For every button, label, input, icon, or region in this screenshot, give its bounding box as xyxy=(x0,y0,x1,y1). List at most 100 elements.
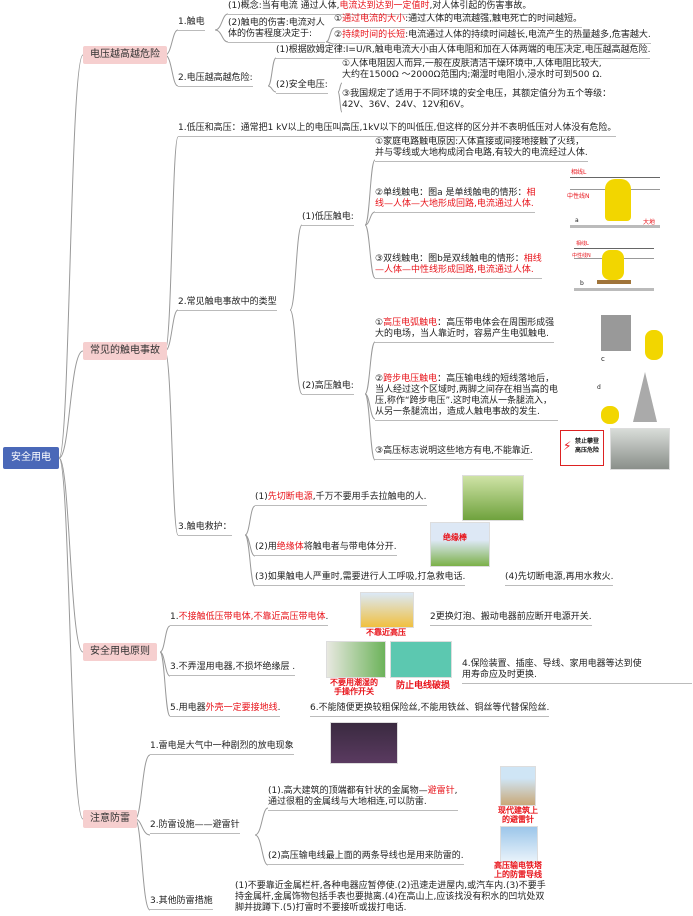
highlight-text: 高压电弧触电 xyxy=(383,318,438,328)
node-fuse[interactable]: 6.不能随便更换较粗保险丝,不能用铁丝、铜丝等代替保险丝. xyxy=(310,703,550,717)
building-photo xyxy=(500,766,536,806)
node-rod-building[interactable]: (1).高大建筑的顶端都有针状的金属物—避雷针,通过很粗的金属线与大地相连,可以… xyxy=(268,786,458,811)
highlight-text: 通过电流的大小 xyxy=(342,14,406,24)
single-wire-illustration: 相线L 中性线N a 大地 xyxy=(565,165,665,231)
node-lightning-discharge[interactable]: 1.雷电是大气中一种剧烈的放电现象 xyxy=(150,741,294,755)
node-electric-shock[interactable]: 1.触电 xyxy=(178,17,205,31)
caption: 高压输电铁塔上的防雷导线 xyxy=(490,861,546,879)
node-single-wire[interactable]: ②单线触电：图a 是单线触电的情形：相线—人体—大地形成回路,电流通过人体. xyxy=(375,188,536,213)
node-high-voltage-shock[interactable]: (2)高压触电: xyxy=(302,381,354,395)
node-insulator[interactable]: (2)用绝缘体将触电者与带电体分开. xyxy=(255,542,397,556)
text: ③我国规定了适用于不同环境的安全电压，其额定值分为五个等级： xyxy=(342,89,612,99)
text: (2)触电的伤害:电流对人 xyxy=(228,18,325,28)
text: ：高压带电体会在周围形成强 xyxy=(437,318,555,328)
node-lightning-rod[interactable]: 2.防雷设施——避雷针 xyxy=(150,820,240,834)
sign-text: 禁止攀登高压危险 xyxy=(575,437,599,455)
label: 相线L xyxy=(571,169,587,176)
text: 手操作开关 xyxy=(334,687,374,696)
label: b xyxy=(580,280,584,287)
caption: 防止电线破损 xyxy=(395,681,450,691)
arc-shock-illustration: c xyxy=(595,305,671,367)
danger-sign: ⚡ 禁止攀登高压危险 xyxy=(560,430,604,466)
node-accident-types[interactable]: 2.常见触电事故中的类型 xyxy=(178,297,277,311)
node-higher-voltage[interactable]: 2.电压越高越危险: xyxy=(178,73,253,87)
node-cpr[interactable]: (3)如果触电人严重时,需要进行人工呼吸,打急救电话. xyxy=(255,572,466,586)
node-body-resistance[interactable]: ①人体电阻因人而异,一般在皮肤清洁干燥环境中,人体电阻比较大,大约在1500Ω … xyxy=(342,59,602,83)
label: c xyxy=(601,355,605,363)
node-grounding[interactable]: 5.用电器外壳一定要接地线. xyxy=(170,703,281,717)
node-keep-dry[interactable]: 3.不弄湿用电器,不损坏绝缘层 . xyxy=(170,662,296,676)
node-safe-voltage[interactable]: (2)安全电压: xyxy=(276,80,328,94)
highlight-text: 相线 xyxy=(523,254,542,264)
highlight-text: 跨步电压触电 xyxy=(383,374,438,384)
text: . xyxy=(277,703,281,713)
node-double-wire[interactable]: ③双线触电：图b是双线触电的情形：相线—人体—中性线形成回路,电流通过人体. xyxy=(375,254,542,279)
text: 的避雷针 xyxy=(502,815,534,824)
text: 并与零线或大地构成闭合电路,有较大的电流经过人体. xyxy=(375,148,588,158)
text: (1)不要靠近金属栏杆,各种电器应暂停使.(2)迅速走进屋内,或汽车内.(3)不… xyxy=(235,881,546,891)
node-concept[interactable]: (1)概念:当有电流 通过人体,电流达到达到一定值时,对人体引起的伤害事故。 xyxy=(228,1,532,15)
node-low-high[interactable]: 1.低压和高压：通常把1 kV以上的电压叫高压,1kV以下的叫低压,但这样的区分… xyxy=(178,123,617,137)
node-fire[interactable]: (4)先切断电源,再用水救火. xyxy=(505,572,614,586)
node-ohms-law[interactable]: (1)根据欧姆定律:I=U/R,触电电流大小由人体电阻和加在人体两端的电压决定,… xyxy=(276,45,651,59)
node-switch-off[interactable]: 2更换灯泡、搬动电器前应断开电源开关. xyxy=(430,612,592,626)
text: 5.用电器 xyxy=(170,703,206,713)
branch-lightning[interactable]: 注意防雷 xyxy=(83,810,137,828)
text: (1) xyxy=(255,492,268,502)
text: :电流通过人体的持续时间越长,电流产生的热量越多,危害越大. xyxy=(405,30,651,40)
node-duration[interactable]: ②持续时间的长短:电流通过人体的持续时间越长,电流产生的热量越多,危害越大. xyxy=(334,30,651,44)
node-voltage-levels[interactable]: ③我国规定了适用于不同环境的安全电压，其额定值分为五个等级：42V、36V、24… xyxy=(342,89,611,113)
text: 42V、36V、24V、12V和6V。 xyxy=(342,100,470,110)
node-cut-power[interactable]: (1)先切断电源,千万不要用手去拉触电的人. xyxy=(255,492,427,506)
text: 大约在1500Ω ～2000Ω范围内;潮湿时电阻小,浸水时可到500 Ω. xyxy=(342,70,603,80)
node-rescue[interactable]: 3.触电救护： xyxy=(178,522,232,536)
node-high-voltage-sign[interactable]: ③高压标志说明这些地方有电,不能靠近. xyxy=(375,446,533,460)
node-current-size[interactable]: ①通过电流的大小:通过人体的电流越强,触电死亡的时间越短。 xyxy=(334,14,582,28)
node-no-contact[interactable]: 1.不接触低压带电体,不靠近高压带电体. xyxy=(170,612,329,626)
text: 将触电者与带电体分开. xyxy=(303,542,397,552)
text: ,对人体引起的伤害事故。 xyxy=(429,1,532,11)
label: d xyxy=(597,384,601,391)
node-step-voltage[interactable]: ②跨步电压触电：高压输电线的短线落地后，当人经过这个区域时,两脚之间存在相当高的… xyxy=(375,374,558,421)
node-arc-shock[interactable]: ①高压电弧触电：高压带电体会在周围形成强大的电场，当人靠近时，容易产生电弧触电. xyxy=(375,318,555,343)
text: 大的电场，当人靠近时，容易产生电弧触电. xyxy=(375,329,549,339)
node-household-cause[interactable]: ①家庭电路触电原因:人体直接或间接地接触了火线，并与零线或大地构成闭合电路,有较… xyxy=(375,137,588,162)
lightning-icon: ⚡ xyxy=(563,439,572,453)
text: ①家庭电路触电原因:人体直接或间接地接触了火线， xyxy=(375,137,585,147)
text: 现代建筑上 xyxy=(498,806,538,815)
highlight-text: 先切断电源 xyxy=(267,492,313,502)
wet-hand-illustration xyxy=(326,641,386,678)
label: 中性线N xyxy=(572,253,591,259)
node-other-measures[interactable]: 3.其他防雷措施 xyxy=(150,896,213,910)
text: 当人经过这个区域时,两脚之间存在相当高的电 xyxy=(375,385,558,395)
highlight-text: 持续时间的长短 xyxy=(342,30,406,40)
highlight-text: 相 xyxy=(526,188,536,198)
node-ground-wire[interactable]: (2)高压输电线最上面的两条导线也是用来防雷的. xyxy=(268,851,464,865)
node-measures-detail[interactable]: (1)不要靠近金属栏杆,各种电器应暂停使.(2)迅速走进屋内,或汽车内.(3)不… xyxy=(235,881,546,916)
branch-voltage-danger[interactable]: 电压越高越危险 xyxy=(83,46,167,64)
text: 高压危险 xyxy=(575,447,600,454)
branch-safety-principles[interactable]: 安全用电原则 xyxy=(83,643,157,661)
text: 上的防雷导线 xyxy=(494,870,542,879)
text: 脚并拢蹲下.(5)打雷时不要接听或拔打电话. xyxy=(235,903,407,913)
caption: 不靠近高压 xyxy=(366,628,406,637)
text: 从另一条腿流出，造成人触电事故的发生. xyxy=(375,407,540,417)
caption: 绝缘棒 xyxy=(443,533,467,542)
text: ② xyxy=(375,374,384,384)
caption: 不要用潮湿的手操作开关 xyxy=(320,678,388,696)
text: (1)概念:当有电流 通过人体, xyxy=(228,1,340,11)
highlight-text: 电流达到达到一定值时 xyxy=(339,1,430,11)
lightning-photo xyxy=(330,722,398,764)
root-node[interactable]: 安全用电 xyxy=(3,447,59,469)
node-low-voltage-shock[interactable]: (1)低压触电: xyxy=(302,212,354,226)
text: 4.保险装置、插座、导线、家用电器等达到使 xyxy=(462,659,642,669)
node-harm[interactable]: (2)触电的伤害:电流对人体的伤害程度决定于: xyxy=(228,18,325,43)
text: 禁止攀登 xyxy=(575,438,600,445)
highlight-text: 外壳一定要接地线 xyxy=(205,703,278,713)
text: (1).高大建筑的顶端都有针状的金属物— xyxy=(268,786,428,796)
node-replace[interactable]: 4.保险装置、插座、导线、家用电器等达到使用寿命应及时更换. xyxy=(462,659,692,684)
caption: 现代建筑上的避雷针 xyxy=(492,806,544,824)
wire-damage-illustration xyxy=(390,641,452,678)
branch-common-accidents[interactable]: 常见的触电事故 xyxy=(83,342,167,360)
